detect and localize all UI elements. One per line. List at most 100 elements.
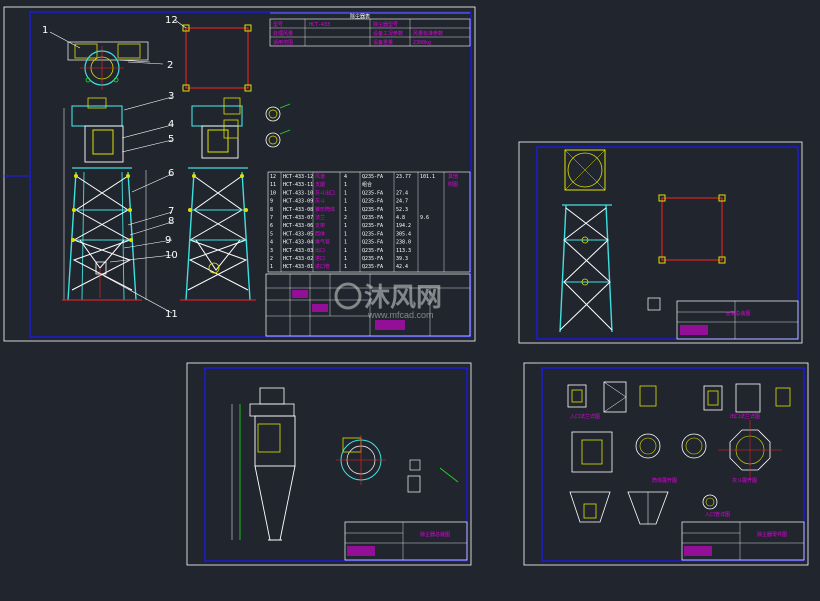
view-label: 入口管详图	[705, 511, 730, 518]
bom-cell: 1	[344, 182, 347, 188]
callout-8: 8	[168, 216, 174, 227]
header-cell: 2300kg	[413, 40, 431, 46]
header-cell: 设备重量	[373, 39, 393, 46]
title-block-4-title: 除尘器零件图	[757, 531, 787, 538]
bom-cell: 23.77	[396, 174, 411, 180]
view-label: 筒体展开图	[652, 477, 677, 484]
bom-cell: 其他	[448, 173, 458, 180]
title-block-4	[681, 521, 805, 561]
view-labels: 入口法兰详图出口法兰详图筒体展开图灰斗展开图入口管详图	[570, 413, 760, 518]
view-label: 出口法兰详图	[730, 413, 760, 420]
bom-cell: Q235-FA	[362, 223, 383, 229]
bom-cell: 进口	[315, 255, 325, 262]
header-cell: 适用范围	[273, 39, 293, 46]
view-label: 灰斗展开图	[732, 477, 757, 484]
bom-cell: Q235-FA	[362, 174, 383, 180]
bom-cell: HCT-433-03	[283, 248, 313, 254]
bom-cell: 灰斗	[315, 198, 325, 205]
bom-cell: HCT-433-01	[283, 264, 313, 270]
sheet-2-support-frame	[518, 141, 803, 344]
bom-cell: 11	[270, 182, 276, 188]
callout-leaders	[49, 19, 187, 314]
bom-cell: 风道	[315, 173, 325, 180]
bom-cell: 9.6	[420, 215, 429, 221]
bom-cell: 27.4	[396, 190, 408, 196]
bom-cell: 238.0	[396, 240, 411, 246]
bom-cell: 24.7	[396, 199, 408, 205]
bom-cell: 113.3	[396, 248, 411, 254]
bom-cell: Q235-FA	[362, 190, 383, 196]
callout-4: 4	[168, 119, 174, 130]
callout-7: 7	[168, 206, 174, 217]
bom-cell: HCT-433-04	[283, 240, 313, 246]
bom-cell: HCT-433-05	[283, 231, 313, 237]
bom-cell: HCT-433-06	[283, 223, 313, 229]
bom-cell: 8	[270, 207, 273, 213]
bom-cell: 52.3	[396, 207, 408, 213]
callout-1: 1	[42, 25, 48, 36]
bom-cell: 101.1	[420, 174, 435, 180]
bom-cell: 组合	[362, 181, 372, 188]
flange-details	[265, 103, 291, 148]
sheet-3-cyclone-assembly	[186, 362, 472, 566]
bom-cell: 支腿	[315, 181, 325, 188]
bom-cell: Q235-FA	[362, 264, 383, 270]
header-table: 除尘器表	[269, 12, 471, 47]
bom-cell: 排气管	[315, 239, 330, 246]
sheet-4-part-details	[523, 362, 809, 566]
bom-cell: 1	[344, 240, 347, 246]
bom-cell: 9	[270, 199, 273, 205]
header-cell: HCT-433	[309, 22, 330, 28]
bom-cell: HCT-433-11	[283, 182, 313, 188]
callout-11: 11	[165, 309, 178, 320]
bom-cell: Q235-FA	[362, 240, 383, 246]
bom-cell: 1	[344, 256, 347, 262]
bom-cell: Q235-FA	[362, 231, 383, 237]
bom-cell: 法兰	[315, 214, 325, 221]
title-block-3	[344, 521, 468, 561]
bom-cell: 出口	[315, 247, 325, 254]
bom-cell: HCT-433-02	[283, 256, 313, 262]
callout-12: 12	[165, 15, 178, 26]
bom-cell: Q235-FA	[362, 248, 383, 254]
bom-cell: 5	[270, 231, 273, 237]
bom-cell: 1	[344, 199, 347, 205]
callout-2: 2	[167, 60, 173, 71]
bom-cell: 39.3	[396, 256, 408, 262]
bom-cell: 10	[270, 190, 276, 196]
watermark-url: www.mfcad.com	[367, 310, 434, 320]
header-cell: 处理风量	[273, 30, 293, 37]
bom-cell: Q235-FA	[362, 207, 383, 213]
side-elevation	[180, 97, 256, 301]
bom-table	[267, 171, 471, 273]
bom-cell: 1	[344, 190, 347, 196]
bom-cell: 1	[344, 207, 347, 213]
watermark-brand: 沐风网	[364, 282, 442, 312]
top-view-cyclone	[67, 41, 151, 90]
callout-5: 5	[168, 134, 174, 145]
bom-cell: HCT-433-07	[283, 215, 313, 221]
sheet-1-general-assembly: 除尘器表	[3, 6, 476, 342]
leg-frame-plan	[182, 24, 252, 92]
bom-cell: 194.2	[396, 223, 411, 229]
bom-cell: 筒体	[315, 230, 325, 237]
bom-cell: 1	[344, 223, 347, 229]
bom-cell: 4	[344, 174, 347, 180]
bom-cell: 305.4	[396, 231, 411, 237]
bom-cell: 3	[270, 248, 273, 254]
header-cell: 型号	[273, 21, 283, 28]
bom-cell: 1	[344, 264, 347, 270]
callout-9: 9	[165, 235, 171, 246]
header-cell: 风量标准参数	[413, 30, 443, 37]
callout-3: 3	[168, 91, 174, 102]
bom-cell: 2	[270, 256, 273, 262]
bom-cell: 7	[270, 215, 273, 221]
bom-cell: HCT-433-09	[283, 199, 313, 205]
bom-cell: 锥形筒体	[315, 206, 335, 213]
bom-cell: HCT-433-10	[283, 190, 313, 196]
bom-cell: 灰斗出口	[315, 189, 335, 196]
svg-text:除尘器表: 除尘器表	[350, 13, 370, 20]
bom-cell: 1	[344, 231, 347, 237]
